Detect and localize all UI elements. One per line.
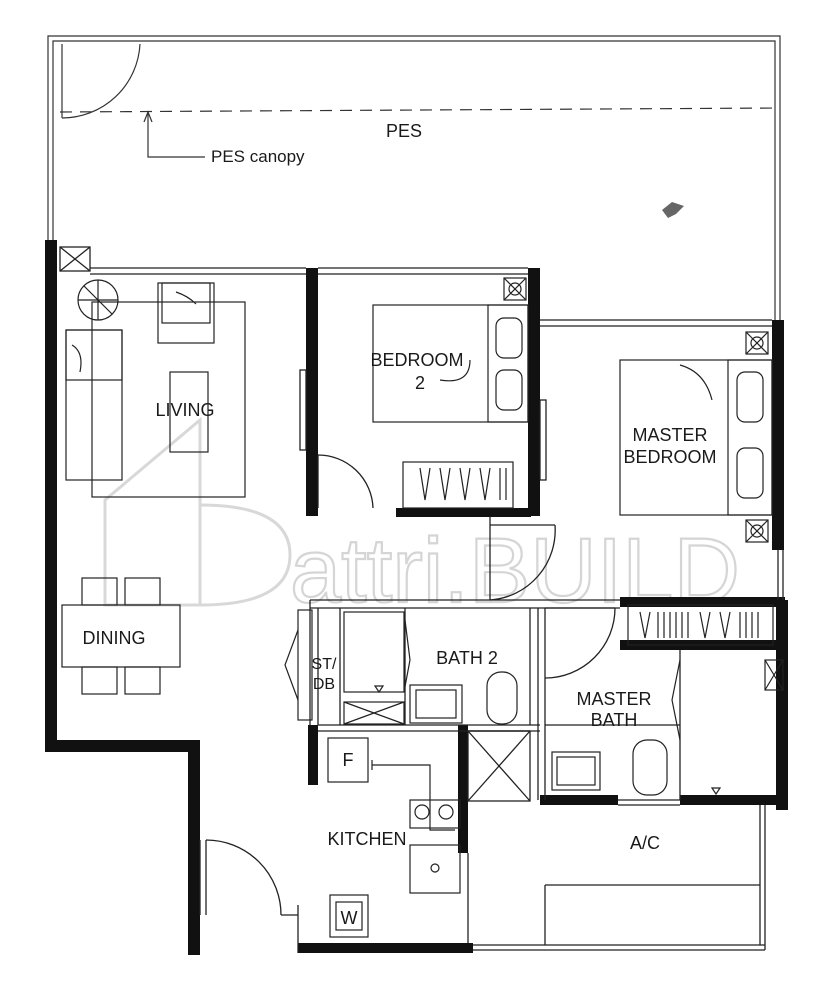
dining-furniture: [61, 577, 181, 695]
bedroom2-furniture: [372, 277, 529, 509]
master-bedroom-furniture: [619, 331, 784, 691]
living-label: LIVING: [155, 400, 214, 420]
fridge-label: F: [343, 750, 354, 770]
kitchen-label: KITCHEN: [327, 829, 406, 849]
bedroom2-label-line1: BEDROOM: [370, 350, 463, 370]
master-bath-label-line2: BATH: [591, 710, 638, 730]
store-label-line1: ST/: [312, 656, 337, 673]
inner-walls: [59, 246, 784, 953]
ac-label: A/C: [630, 833, 660, 853]
store-label-line2: DB: [313, 676, 335, 693]
bath2-label: BATH 2: [436, 648, 498, 668]
master-bedroom-label-line1: MASTER: [632, 425, 707, 445]
living-furniture: [65, 279, 246, 498]
outer-walls: [45, 240, 788, 955]
pes-canopy-label: PES canopy: [211, 147, 305, 166]
washer-label: W: [341, 908, 358, 928]
pes-label: PES: [386, 121, 422, 141]
bath-kitchen-fixtures: [284, 609, 722, 938]
master-bath-label-line1: MASTER: [576, 689, 651, 709]
master-bedroom-label-line2: BEDROOM: [623, 447, 716, 467]
pes-boundary: [47, 35, 781, 322]
bedroom2-label-line2: 2: [415, 373, 425, 393]
dining-label: DINING: [83, 628, 146, 648]
room-labels: PES PES canopy BEDROOM 2 LIVING MASTER B…: [83, 121, 717, 928]
